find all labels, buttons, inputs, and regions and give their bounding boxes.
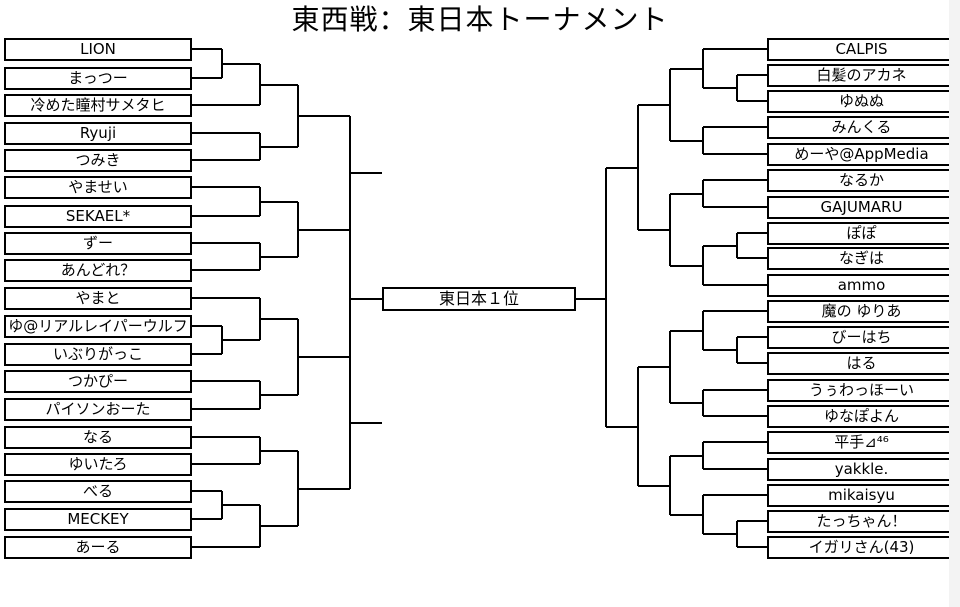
right-bracket-entry: なぎは	[767, 247, 956, 270]
right-bracket-entry: ammo	[767, 274, 956, 297]
left-bracket-entry: LION	[4, 38, 192, 61]
right-bracket-entry: びーはち	[767, 326, 956, 349]
left-bracket-entry: まっつー	[4, 67, 192, 90]
page-title: 東西戦：東日本トーナメント	[291, 3, 669, 36]
left-bracket-entry: ゆいたろ	[4, 453, 192, 476]
right-bracket-entry: GAJUMARU	[767, 196, 956, 219]
left-bracket-entry: なる	[4, 426, 192, 449]
right-bracket-entry: ぽぽ	[767, 222, 956, 245]
left-bracket-entry: Ryuji	[4, 122, 192, 145]
right-bracket-entry: たっちゃん！	[767, 510, 956, 533]
right-bracket-entry: ゆぬぬ	[767, 90, 956, 113]
right-bracket-entry: めーや@AppMedia	[767, 143, 956, 166]
left-bracket-entry: あんどれ？	[4, 259, 192, 282]
right-bracket-entry: イガリさん(43)	[767, 536, 956, 559]
left-bracket-entry: つみき	[4, 149, 192, 172]
page-edge	[949, 0, 960, 607]
left-bracket-entry: SEKAEL*	[4, 205, 192, 228]
right-bracket-entry: みんくる	[767, 116, 956, 139]
left-bracket-entry: ゆ@リアルレイパーウルフ	[4, 315, 192, 338]
left-bracket-entry: いぶりがっこ	[4, 343, 192, 366]
final-winner-box: 東日本１位	[382, 287, 576, 311]
right-bracket-entry: 平手⊿⁴⁶	[767, 431, 956, 454]
left-bracket-entry: ずー	[4, 232, 192, 255]
left-bracket-entry: あーる	[4, 536, 192, 559]
left-bracket-entry: やまと	[4, 287, 192, 310]
left-bracket-entry: 冷めた瞳村サメタヒ	[4, 94, 192, 117]
right-bracket-entry: 白髪のアカネ	[767, 64, 956, 87]
left-bracket-entry: パイソンおーた	[4, 398, 192, 421]
right-bracket-entry: うぅわっほーい	[767, 379, 956, 402]
right-bracket-entry: はる	[767, 352, 956, 375]
left-bracket-entry: MECKEY	[4, 508, 192, 531]
right-bracket-entry: CALPIS	[767, 38, 956, 61]
right-bracket-entry: なるか	[767, 169, 956, 192]
right-bracket-entry: 魔の ゆりあ	[767, 300, 956, 323]
right-bracket-entry: ゆなぽよん	[767, 405, 956, 428]
left-bracket-entry: べる	[4, 480, 192, 503]
right-bracket-entry: mikaisyu	[767, 484, 956, 507]
right-bracket-entry: yakkle.	[767, 458, 956, 481]
left-bracket-entry: つかぴー	[4, 370, 192, 393]
left-bracket-entry: やませい	[4, 176, 192, 199]
